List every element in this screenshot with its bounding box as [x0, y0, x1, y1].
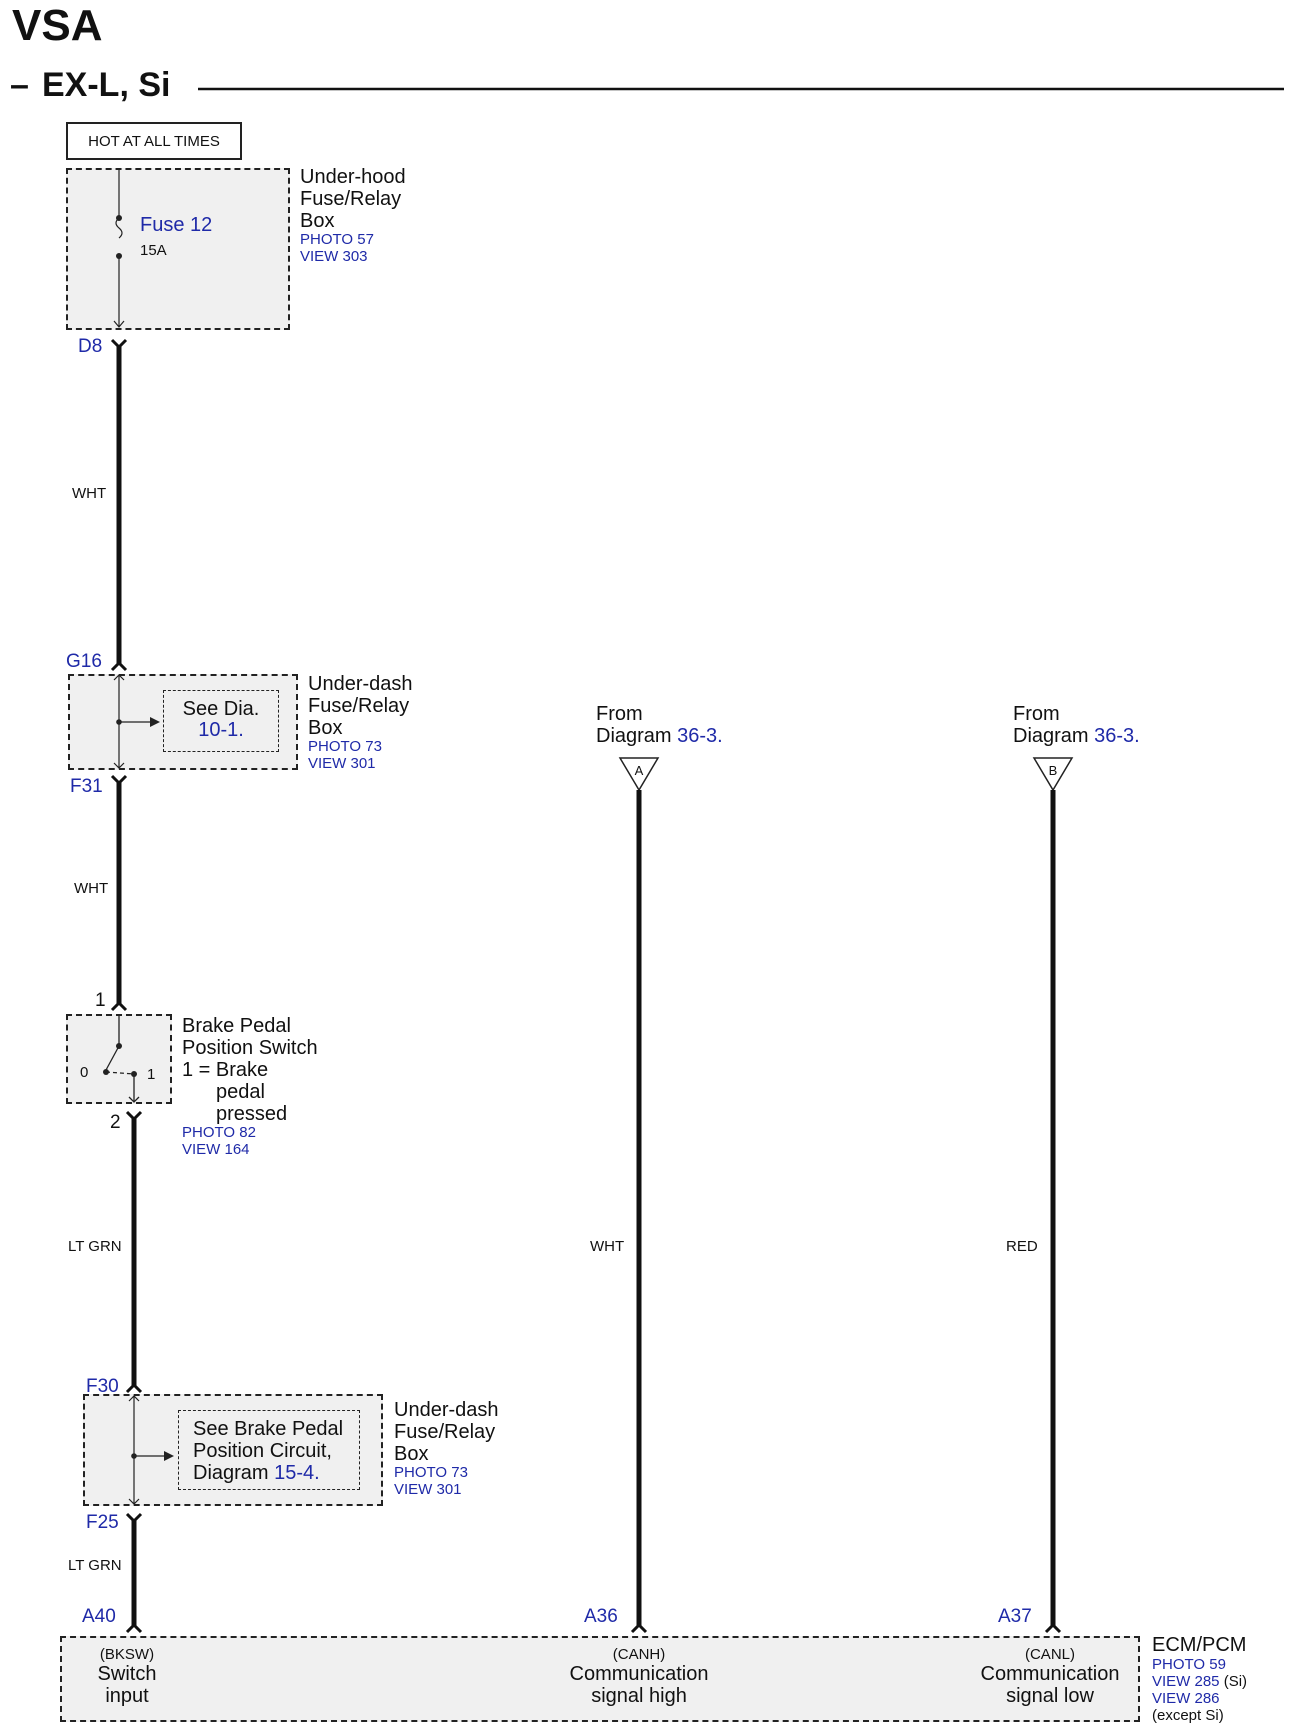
underdash-2-photo-link[interactable]: PHOTO 73 VIEW 301: [394, 1464, 468, 1498]
switch-pivot: [116, 1043, 122, 1049]
from-a-ref[interactable]: 36-3.: [677, 725, 723, 747]
underdash-fuse-box-2: [83, 1394, 383, 1506]
switch-pos-0: 0: [80, 1064, 89, 1081]
fuse-terminal-top: [116, 215, 122, 221]
pin-a36: A36: [584, 1606, 618, 1627]
connector-g16: [110, 660, 128, 672]
ecm-pcm-refs: PHOTO 59 VIEW 285 (Si) VIEW 286 (except …: [1152, 1656, 1248, 1724]
wire-color-a: WHT: [590, 1238, 625, 1255]
fuse-terminal-bottom: [116, 253, 122, 259]
pin-g16: G16: [66, 651, 102, 672]
off-page-connector-b: [1032, 757, 1074, 792]
connector-f31: [110, 774, 128, 786]
pin-f25: F25: [86, 1512, 119, 1533]
from-a-label: From Diagram 36-3.: [596, 703, 723, 747]
page-subtitle: EX-L, Si: [42, 66, 171, 104]
underhood-photo-link[interactable]: PHOTO 57 VIEW 303: [300, 231, 374, 265]
underdash-1-arrow: [150, 717, 160, 727]
connector-switch-pin2: [125, 1110, 143, 1122]
underdash-2-name: Under-dash Fuse/Relay Box: [394, 1399, 499, 1465]
connector-switch-pin1: [110, 1000, 128, 1012]
see-brake-circuit-ref[interactable]: 15-4.: [274, 1462, 320, 1484]
from-b-label: From Diagram 36-3.: [1013, 703, 1140, 747]
underdash-1-name: Under-dash Fuse/Relay Box: [308, 673, 413, 739]
connector-f30: [125, 1382, 143, 1394]
wire-color-2: WHT: [74, 880, 109, 897]
connector-a36: [630, 1622, 648, 1634]
ecm-pcm-name: ECM/PCM: [1152, 1634, 1247, 1656]
wire-color-4: LT GRN: [68, 1557, 122, 1574]
page-subtitle-dash: –: [10, 66, 29, 104]
off-page-connector-a: [618, 757, 660, 792]
page-title: VSA: [12, 1, 103, 50]
underdash-1-junction: [116, 719, 122, 725]
ecm-terminal-canl: (CANL) Communication signal low: [980, 1646, 1120, 1707]
brake-switch-symbol: [105, 1016, 140, 1103]
fuse-12-symbol: [113, 170, 125, 328]
underdash-1-photo-link[interactable]: PHOTO 73 VIEW 301: [308, 738, 382, 772]
pin-a37: A37: [998, 1606, 1032, 1627]
fuse-rating: 15A: [140, 242, 167, 259]
connector-f25: [125, 1512, 143, 1524]
ecm-terminal-bksw: (BKSW) Switch input: [97, 1646, 157, 1707]
connector-a37: [1044, 1622, 1062, 1634]
see-brake-circuit-box: [178, 1410, 360, 1490]
underdash-2-internal: [128, 1395, 164, 1505]
pin-switch-1: 1: [95, 990, 106, 1011]
see-dia-box-1: [163, 690, 279, 752]
connector-d8: [110, 338, 128, 350]
pin-a40: A40: [82, 1606, 116, 1627]
fuse-12-label: Fuse 12: [140, 214, 213, 236]
switch-pos-1: 1: [147, 1066, 156, 1083]
switch-contact-1: [131, 1071, 137, 1077]
underhood-box-name: Under-hood Fuse/Relay Box: [300, 166, 406, 232]
ecm-terminal-canh: (CANH) Communication signal high: [569, 1646, 709, 1707]
pin-f31: F31: [70, 776, 103, 797]
see-dia-text: See Dia.: [182, 698, 260, 720]
underdash-2-arrow: [164, 1451, 174, 1461]
wire-color-1: WHT: [72, 485, 107, 502]
connector-a-letter: A: [634, 763, 644, 778]
connector-b-letter: B: [1048, 763, 1058, 778]
brake-switch-note: pedal pressed: [216, 1081, 288, 1125]
connector-a40: [125, 1622, 143, 1634]
brake-switch-photo-link[interactable]: PHOTO 82 VIEW 164: [182, 1124, 256, 1158]
brake-switch-name: Brake Pedal Position Switch 1 = Brake: [182, 1015, 318, 1081]
wire-color-3: LT GRN: [68, 1238, 122, 1255]
underdash-2-junction: [131, 1453, 137, 1459]
wire-color-b: RED: [1006, 1238, 1038, 1255]
hot-at-all-times-label: HOT AT ALL TIMES: [66, 122, 242, 160]
pin-f30: F30: [86, 1376, 119, 1397]
pin-d8: D8: [78, 336, 103, 357]
ecm-pcm-box: [60, 1636, 1140, 1722]
underhood-fuse-box: [66, 168, 290, 330]
from-b-ref[interactable]: 36-3.: [1094, 725, 1140, 747]
see-brake-circuit-text: See Brake Pedal Position Circuit, Diagra…: [193, 1418, 344, 1484]
switch-contact-0: [103, 1069, 109, 1075]
see-dia-ref[interactable]: 10-1.: [198, 719, 244, 741]
pin-switch-2: 2: [110, 1112, 121, 1133]
